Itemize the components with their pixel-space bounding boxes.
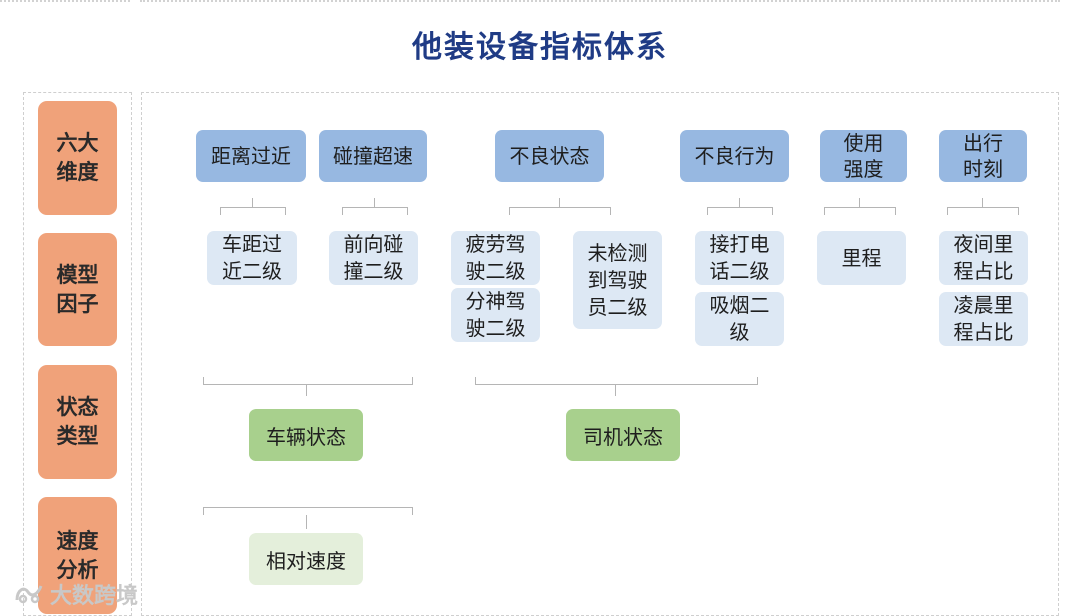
top-divider-right	[140, 0, 1060, 2]
connector-line	[252, 198, 253, 207]
connector-bracket	[203, 377, 413, 385]
connector-bracket	[342, 207, 408, 215]
connector-bracket	[203, 507, 413, 515]
dimension-distance-too-close: 距离过近	[196, 130, 306, 182]
connector-line	[859, 198, 860, 207]
connector-bracket	[509, 207, 611, 215]
connector-line	[982, 198, 983, 207]
dimension-travel-time: 出行 时刻	[939, 130, 1027, 182]
connector-bracket	[947, 207, 1019, 215]
speed-relative: 相对速度	[249, 533, 363, 585]
connector-line	[306, 385, 307, 396]
connector-line	[374, 198, 375, 207]
state-driver: 司机状态	[566, 409, 680, 461]
dimension-label-six-dimensions: 六大 维度	[38, 101, 117, 215]
state-vehicle: 车辆状态	[249, 409, 363, 461]
watermark: 大数跨境	[14, 578, 138, 610]
connector-bracket	[220, 207, 286, 215]
factor-smoking-level2: 吸烟二 级	[695, 292, 784, 346]
dimension-usage-intensity: 使用 强度	[820, 130, 907, 182]
dimension-label-state-types: 状态 类型	[38, 365, 117, 479]
connector-line	[306, 515, 307, 529]
watermark-logo-icon	[15, 585, 43, 604]
factor-distracted-driving-level2: 分神驾 驶二级	[451, 288, 540, 342]
dimension-collision-speeding: 碰撞超速	[319, 130, 427, 182]
connector-bracket	[475, 377, 758, 385]
dimension-bad-behavior: 不良行为	[680, 130, 789, 182]
top-divider-left	[0, 0, 130, 2]
connector-bracket	[707, 207, 773, 215]
watermark-text: 大数跨境	[50, 584, 139, 609]
factor-fatigue-driving-level2: 疲劳驾 驶二级	[451, 231, 540, 285]
page-title: 他装设备指标体系	[412, 30, 668, 65]
factor-mileage: 里程	[817, 231, 906, 285]
connector-line	[559, 198, 560, 207]
factor-following-distance-level2: 车距过 近二级	[207, 231, 297, 285]
factor-phone-call-level2: 接打电 话二级	[695, 231, 784, 285]
factor-night-mileage-ratio: 夜间里 程占比	[939, 231, 1028, 285]
factor-forward-collision-level2: 前向碰 撞二级	[329, 231, 418, 285]
dimension-label-model-factors: 模型 因子	[38, 233, 117, 346]
connector-line	[615, 385, 616, 396]
factor-early-morning-mileage-ratio: 凌晨里 程占比	[939, 292, 1028, 346]
dimension-label-speed-analysis: 速度 分析	[38, 497, 117, 614]
dimension-bad-state: 不良状态	[495, 130, 604, 182]
factor-driver-not-detected-level2: 未检测 到驾驶 员二级	[573, 231, 662, 329]
connector-bracket	[824, 207, 896, 215]
connector-line	[739, 198, 740, 207]
